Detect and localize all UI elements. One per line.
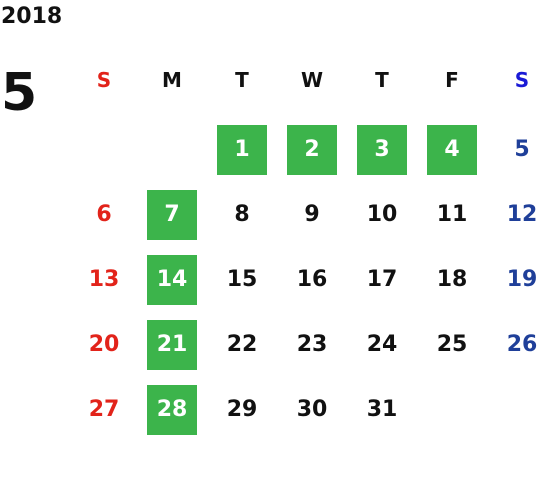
day-cell-28[interactable]: 28: [147, 385, 197, 435]
calendar-month-number: 5: [1, 63, 38, 123]
day-cell-21[interactable]: 21: [147, 320, 197, 370]
day-cell-1[interactable]: 1: [217, 125, 267, 175]
day-cell-4[interactable]: 4: [427, 125, 477, 175]
day-cell-25[interactable]: 25: [436, 332, 468, 357]
day-cell-12[interactable]: 12: [506, 202, 538, 227]
weekday-header-thursday: T: [375, 68, 389, 92]
day-cell-13[interactable]: 13: [88, 267, 120, 292]
day-cell-10[interactable]: 10: [366, 202, 398, 227]
day-cell-26[interactable]: 26: [506, 332, 538, 357]
day-cell-18[interactable]: 18: [436, 267, 468, 292]
weekday-header-sunday: S: [96, 68, 112, 92]
day-cell-29[interactable]: 29: [226, 397, 258, 422]
day-cell-20[interactable]: 20: [88, 332, 120, 357]
day-cell-14[interactable]: 14: [147, 255, 197, 305]
day-cell-3[interactable]: 3: [357, 125, 407, 175]
day-cell-30[interactable]: 30: [296, 397, 328, 422]
day-cell-6[interactable]: 6: [96, 202, 112, 227]
day-cell-17[interactable]: 17: [366, 267, 398, 292]
weekday-header-friday: F: [445, 68, 459, 92]
weekday-header-wednesday: W: [300, 68, 324, 92]
weekday-header-tuesday: T: [235, 68, 249, 92]
calendar-year: 2018: [1, 4, 63, 29]
day-cell-5[interactable]: 5: [514, 137, 530, 162]
weekday-header-monday: M: [162, 68, 182, 92]
day-cell-7[interactable]: 7: [147, 190, 197, 240]
day-cell-16[interactable]: 16: [296, 267, 328, 292]
day-cell-9[interactable]: 9: [304, 202, 320, 227]
day-cell-27[interactable]: 27: [88, 397, 120, 422]
day-cell-22[interactable]: 22: [226, 332, 258, 357]
day-cell-8[interactable]: 8: [234, 202, 250, 227]
day-cell-24[interactable]: 24: [366, 332, 398, 357]
day-cell-15[interactable]: 15: [226, 267, 258, 292]
day-cell-11[interactable]: 11: [436, 202, 468, 227]
day-cell-2[interactable]: 2: [287, 125, 337, 175]
day-cell-19[interactable]: 19: [506, 267, 538, 292]
day-cell-23[interactable]: 23: [296, 332, 328, 357]
day-cell-31[interactable]: 31: [366, 397, 398, 422]
weekday-header-saturday: S: [514, 68, 530, 92]
